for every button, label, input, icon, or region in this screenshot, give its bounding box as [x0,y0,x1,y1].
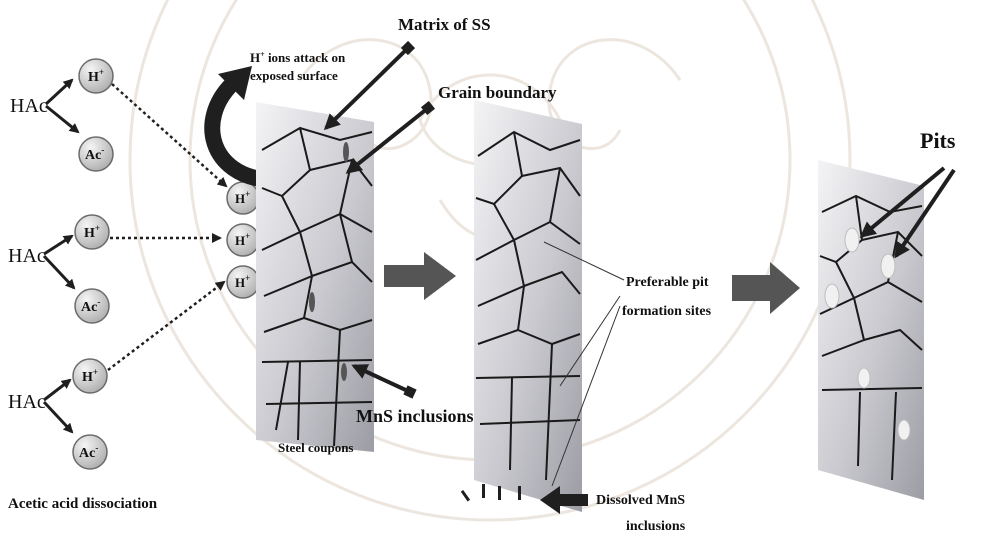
matrix-label: Matrix of SS [398,15,491,34]
svg-text:HAc: HAc [8,391,46,413]
thick-right-arrow-icon [384,252,456,300]
thick-right-arrow-icon [732,262,800,314]
grain-boundary-label: Grain boundary [438,83,557,102]
mns-inclusions-label: MnS inclusions [356,406,474,426]
steel-coupons-label: Steel coupons [278,440,353,455]
dissociation-group-3: HAc H+ Ac- [8,359,107,469]
svg-text:HAc: HAc [8,245,46,267]
attack-label: H+ ions attack on [250,50,346,65]
pits-label: Pits [920,128,956,153]
dissociation-caption: Acetic acid dissociation [8,496,158,512]
preferable-sites-label: Preferable pit [626,275,709,290]
dissociation-group-2: HAc H+ Ac- [8,215,109,323]
steel-coupon-plate [256,102,374,452]
pitted-steel-plate [818,160,924,500]
dissolved-mns-label: Dissolved MnS [596,493,685,508]
dissolved-mns-label-line2: inclusions [626,519,686,534]
preferable-sites-label-line2: formation sites [622,304,712,319]
attack-label-line2: exposed surface [250,68,338,83]
surface-h-ions: H+ H+ H+ [227,182,259,298]
hac-label: HAc [10,95,48,117]
dissociation-group-1: HAc H+ Ac- [10,59,113,171]
